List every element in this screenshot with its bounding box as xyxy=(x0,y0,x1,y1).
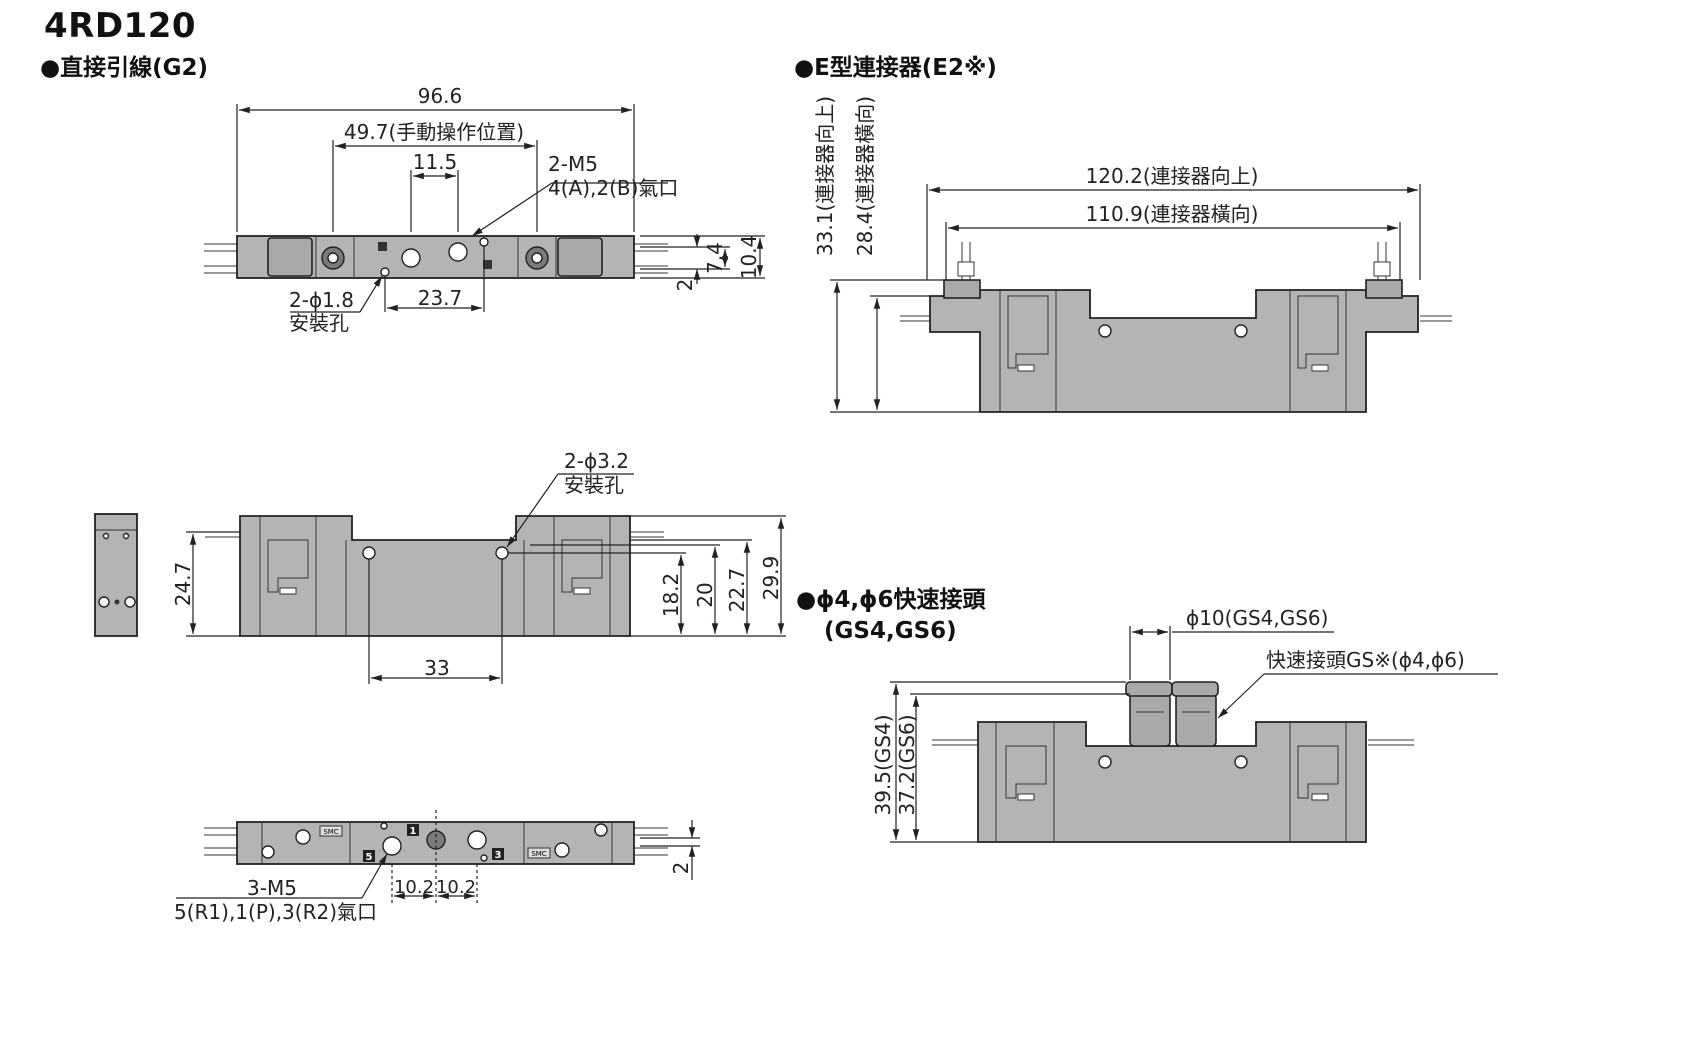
dim-front-29-9: 29.9 xyxy=(759,556,783,601)
e2-mount-hole-left xyxy=(1098,324,1112,338)
label-3-m5: 3-M5 xyxy=(247,876,297,900)
dim-front-33: 33 xyxy=(424,656,449,680)
label-5r1-1p-3r2-port: 5(R1),1(P),3(R2)氣口 xyxy=(174,900,377,924)
dim-e2-28-4: 28.4(連接器橫向) xyxy=(853,96,877,256)
port-badge-1 xyxy=(407,824,419,836)
dim-top-23-7: 23.7 xyxy=(418,286,463,310)
port-mark-2 xyxy=(483,260,492,269)
dim-top-7-4: 7.4 xyxy=(703,242,727,274)
port-4a xyxy=(401,248,421,268)
dim-gs-37-2: 37.2(GS6) xyxy=(895,714,919,815)
label-2-phi3-2: 2-ϕ3.2 xyxy=(564,449,629,473)
dim-top-96-6: 96.6 xyxy=(418,84,463,108)
top-view-coil-right xyxy=(557,237,603,277)
side-view-body xyxy=(94,513,138,637)
dim-top-11-5: 11.5 xyxy=(413,150,458,174)
e2-connector-right xyxy=(1365,279,1403,299)
dim-top-49-7: 49.7(手動操作位置) xyxy=(344,120,524,144)
dim-e2-33-1: 33.1(連接器向上) xyxy=(813,96,837,256)
dim-bottom-2: 2 xyxy=(669,862,693,875)
gs-mount-hole-right xyxy=(1234,755,1248,769)
top-view-wires xyxy=(204,243,668,274)
section-title-g2: ●直接引線(G2) xyxy=(40,55,208,81)
section-subtitle-gs: (GS4,GS6) xyxy=(824,618,957,644)
port-badge-1-text: 1 xyxy=(410,826,417,837)
gs-fitting-right xyxy=(1171,681,1219,747)
label-2-phi1-8: 2-ϕ1.8 xyxy=(289,288,354,312)
e2-connector-view: 120.2(連接器向上) 110.9(連接器橫向) 33.1(連接器向上) 28… xyxy=(813,96,1452,413)
mount-hole-right xyxy=(479,237,489,247)
dim-front-18-2: 18.2 xyxy=(659,573,683,618)
port-5-r1 xyxy=(382,836,402,856)
section-title-gs: ●ϕ4,ϕ6快速接頭 xyxy=(796,587,986,613)
label-gs-fitting: 快速接頭GS※(ϕ4,ϕ6) xyxy=(1266,648,1465,672)
mount-hole-left xyxy=(380,267,390,277)
label-mount-hole-top: 安裝孔 xyxy=(289,311,349,335)
port-mark-4 xyxy=(378,242,387,251)
port-badge-5-text: 5 xyxy=(366,852,373,863)
bottom-view: SMC SMC 1 5 3 3-M5 5(R1),1(P),3(R2)氣口 10… xyxy=(174,810,700,924)
side-view xyxy=(94,513,138,637)
dim-bottom-10-2-a: 10.2 xyxy=(394,877,434,898)
dim-front-24-7: 24.7 xyxy=(171,562,195,607)
dim-e2-120-2: 120.2(連接器向上) xyxy=(1086,164,1259,188)
front-mount-hole-left xyxy=(362,546,376,560)
front-view-body xyxy=(239,515,631,637)
label-mount-hole-front: 安裝孔 xyxy=(564,473,624,497)
bottom-screw-left xyxy=(261,845,275,859)
port-3-r2 xyxy=(467,830,487,850)
dim-front-20: 20 xyxy=(693,582,717,607)
bottom-tiny-label-right: SMC xyxy=(531,850,546,858)
e2-connector-left xyxy=(943,279,981,299)
top-view-g2: 96.6 49.7(手動操作位置) 11.5 2-M5 4(A),2(B)氣口 … xyxy=(204,84,765,335)
e2-body xyxy=(929,289,1419,413)
dim-e2-110-9: 110.9(連接器橫向) xyxy=(1086,202,1259,226)
label-4a-2b-port: 4(A),2(B)氣口 xyxy=(548,176,678,200)
port-2b xyxy=(448,242,468,262)
port-badge-3-text: 3 xyxy=(495,850,502,861)
label-2-m5: 2-M5 xyxy=(548,152,598,176)
port-badge-5 xyxy=(363,850,375,862)
front-view: 2-ϕ3.2 安裝孔 24.7 18.2 20 22.7 29.9 33 xyxy=(171,449,786,684)
front-mount-hole-right xyxy=(495,546,509,560)
port-badge-3 xyxy=(492,848,504,860)
dim-gs-phi10: ϕ10(GS4,GS6) xyxy=(1186,606,1328,630)
gs-mount-hole-left xyxy=(1098,755,1112,769)
dim-gs-39-5: 39.5(GS4) xyxy=(871,714,895,815)
e2-mount-hole-right xyxy=(1234,324,1248,338)
gs-fitting-left xyxy=(1125,681,1173,747)
dim-front-22-7: 22.7 xyxy=(725,568,749,613)
bottom-tiny-label-left: SMC xyxy=(323,828,338,836)
dim-bottom-10-2-b: 10.2 xyxy=(436,877,476,898)
gs-body xyxy=(977,721,1367,843)
dim-top-2: 2 xyxy=(673,279,697,292)
drawing-title: 4RD120 xyxy=(44,6,197,46)
gs-fitting-view: ϕ10(GS4,GS6) 快速接頭GS※(ϕ4,ϕ6) 39.5(GS4) 37… xyxy=(871,606,1498,843)
bottom-screw-right xyxy=(594,823,608,837)
dim-top-10-4: 10.4 xyxy=(737,235,761,280)
section-title-e2: ●E型連接器(E2※) xyxy=(794,55,997,81)
top-view-coil-left xyxy=(267,237,313,277)
